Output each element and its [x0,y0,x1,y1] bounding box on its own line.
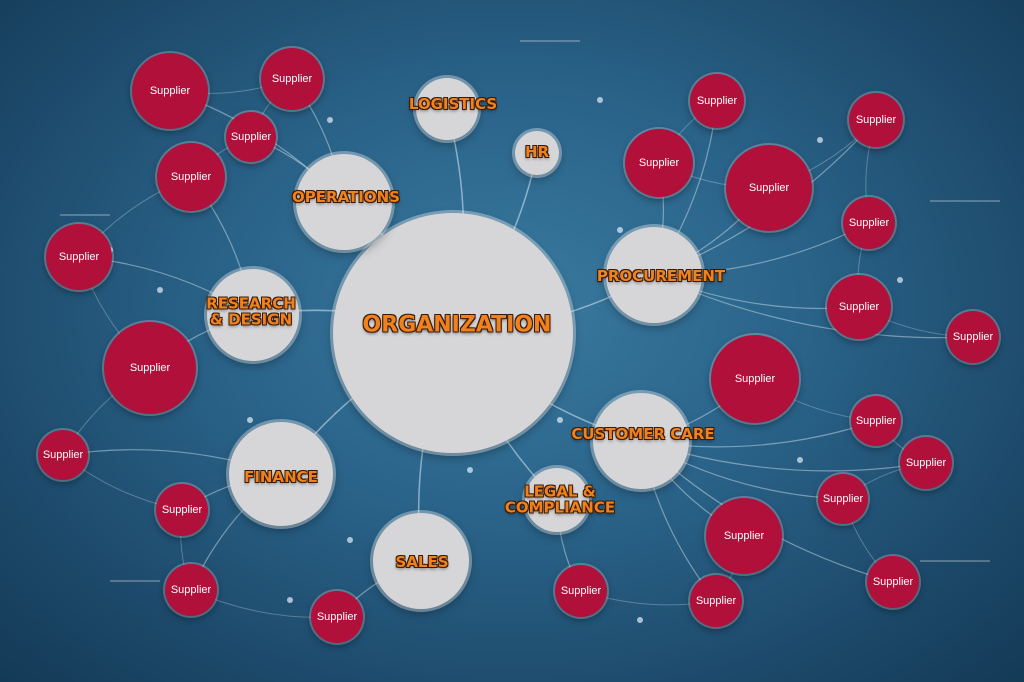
dept-node-hr [515,131,559,175]
supplier-node: Supplier [690,74,744,128]
supplier-node: Supplier [157,143,225,211]
supplier-label: Supplier [149,85,191,97]
supplier-label: Supplier [42,449,84,461]
supplier-node: Supplier [818,474,868,524]
supplier-node: Supplier [226,112,276,162]
supplier-label: Supplier [952,331,994,343]
supplier-node: Supplier [726,145,812,231]
connection-dot [797,457,803,463]
supplier-node: Supplier [851,396,901,446]
supplier-node: Supplier [46,224,112,290]
dept-node-procurement [606,227,702,323]
connection-dot [897,277,903,283]
dept-label-customer-care: CUSTOMER CARE [571,425,715,444]
supplier-label: Supplier [161,504,203,516]
supplier-label: Supplier [316,611,358,623]
supplier-label: Supplier [638,157,680,169]
dept-node-finance [229,422,333,526]
supplier-label: Supplier [696,95,738,107]
connection-dot [597,97,603,103]
supplier-label: Supplier [58,251,100,263]
dept-node-research-design [207,269,299,361]
supplier-node: Supplier [867,556,919,608]
supplier-label: Supplier [271,73,313,85]
supplier-label: Supplier [855,114,897,126]
supplier-node: Supplier [900,437,952,489]
supplier-label: Supplier [560,585,602,597]
connection-dot [637,617,643,623]
connection-dot [247,417,253,423]
connection-dot [467,467,473,473]
supplier-label: Supplier [748,182,790,194]
connection-dot [327,117,333,123]
supplier-label: Supplier [734,373,776,385]
supplier-node: Supplier [261,48,323,110]
supplier-node: Supplier [311,591,363,643]
connection-dot [347,537,353,543]
supplier-node: Supplier [690,575,742,627]
dept-label-operations: OPERATIONS [292,188,400,207]
supplier-node: Supplier [711,335,799,423]
dept-node-customer-care [593,393,689,489]
background-text-line [520,40,580,42]
supplier-label: Supplier [170,171,212,183]
connection-dot [557,417,563,423]
supplier-label: Supplier [695,595,737,607]
supplier-node: Supplier [38,430,88,480]
supplier-label: Supplier [855,415,897,427]
background-text-line [930,200,1000,202]
organization-label: ORGANIZATION [362,312,552,338]
background-text-line [110,580,160,582]
supplier-node: Supplier [132,53,208,129]
supplier-node: Supplier [156,484,208,536]
supplier-node: Supplier [555,565,607,617]
supplier-node: Supplier [843,197,895,249]
supplier-label: Supplier [905,457,947,469]
background-text-line [920,560,990,562]
supplier-label: Supplier [170,584,212,596]
supplier-label: Supplier [838,301,880,313]
dept-label-procurement: PROCUREMENT [596,267,726,286]
dept-node-logistics [416,78,478,140]
dept-label-logistics: LOGISTICS [408,95,498,114]
dept-label-finance: FINANCE [244,468,318,487]
dept-label-legal-compliance: LEGAL & COMPLIANCE [504,482,616,516]
organization-node [333,213,573,453]
dept-label-hr: HR [524,143,550,162]
supplier-label: Supplier [872,576,914,588]
supplier-node: Supplier [827,275,891,339]
dept-label-research-design: RESEARCH & DESIGN [206,294,296,328]
supplier-node: Supplier [165,564,217,616]
supplier-node: Supplier [706,498,782,574]
supplier-node: Supplier [625,129,693,197]
supplier-label: Supplier [129,362,171,374]
connection-dot [817,137,823,143]
supplier-node: Supplier [104,322,196,414]
dept-node-sales [373,513,469,609]
connection-dot [617,227,623,233]
background-text-line [60,214,110,216]
supplier-label: Supplier [230,131,272,143]
dept-label-sales: SALES [395,553,449,572]
supplier-node: Supplier [947,311,999,363]
dept-node-operations [296,154,392,250]
connection-dot [157,287,163,293]
supplier-label: Supplier [848,217,890,229]
supplier-label: Supplier [723,530,765,542]
dept-node-legal-compliance [525,468,589,532]
supplier-label: Supplier [822,493,864,505]
supplier-node: Supplier [849,93,903,147]
connection-dot [287,597,293,603]
